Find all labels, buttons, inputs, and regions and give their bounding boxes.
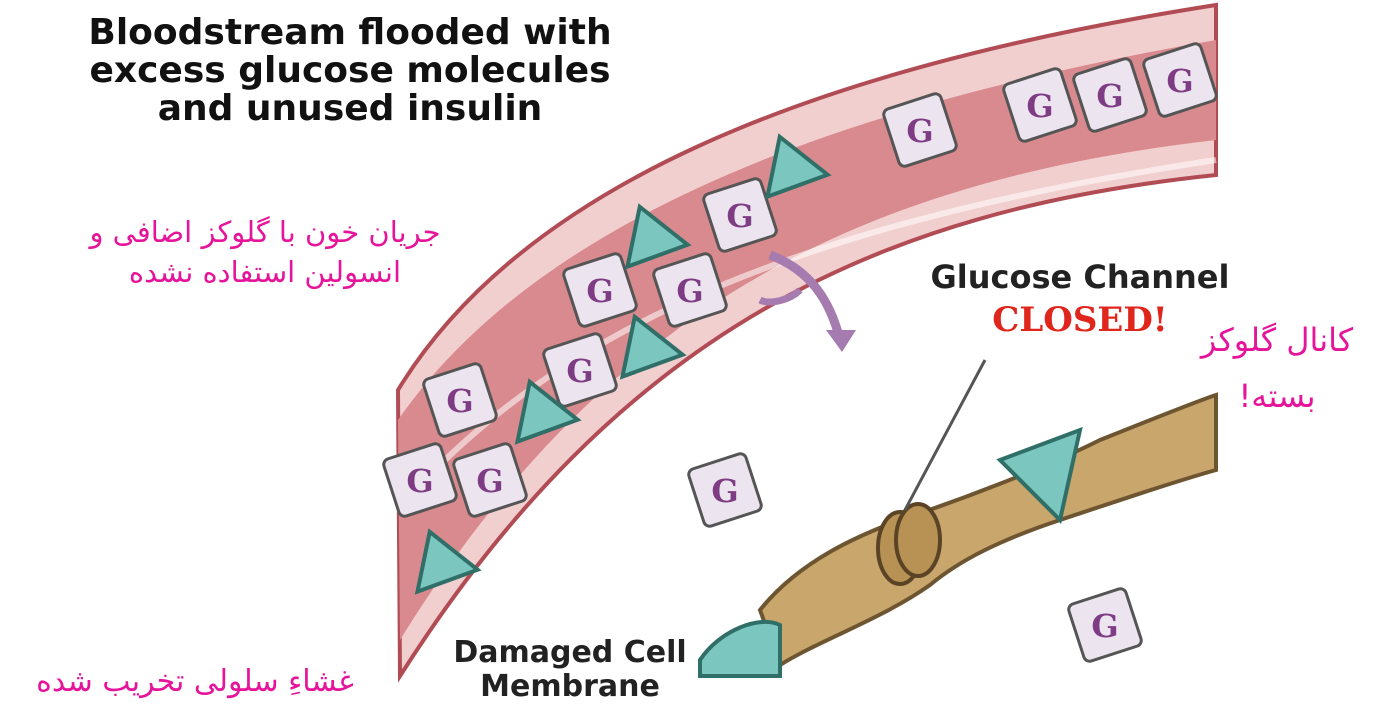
glucose-letter: G bbox=[446, 382, 473, 420]
glucose-letter: G bbox=[906, 112, 933, 150]
glucose-letter: G bbox=[586, 272, 613, 310]
glucose-letter: G bbox=[476, 462, 503, 500]
glucose-letter: G bbox=[406, 462, 433, 500]
glucose-channel-persian: کانال گلوکز بسته! bbox=[1170, 312, 1384, 424]
glucose-letter: G bbox=[676, 272, 703, 310]
glucose-letter: G bbox=[1091, 607, 1118, 645]
damaged-membrane-label: Damaged Cell Membrane bbox=[380, 636, 760, 704]
title-english: Bloodstream flooded with excess glucose … bbox=[70, 14, 630, 128]
glucose-letter: G bbox=[1026, 87, 1053, 125]
glucose-channel-label: Glucose Channel bbox=[880, 258, 1280, 296]
glucose-channel-ring bbox=[896, 504, 940, 576]
glucose-letter: G bbox=[726, 197, 753, 235]
damaged-membrane-persian: غشاءِ سلولی تخریب شده bbox=[0, 664, 390, 699]
glucose-letter: G bbox=[1166, 62, 1193, 100]
glucose-letter: G bbox=[711, 472, 738, 510]
title-persian: جریان خون با گلوکز اضافی و انسولین استفا… bbox=[60, 212, 470, 292]
glucose-letter: G bbox=[1096, 77, 1123, 115]
glucose-letter: G bbox=[566, 352, 593, 390]
